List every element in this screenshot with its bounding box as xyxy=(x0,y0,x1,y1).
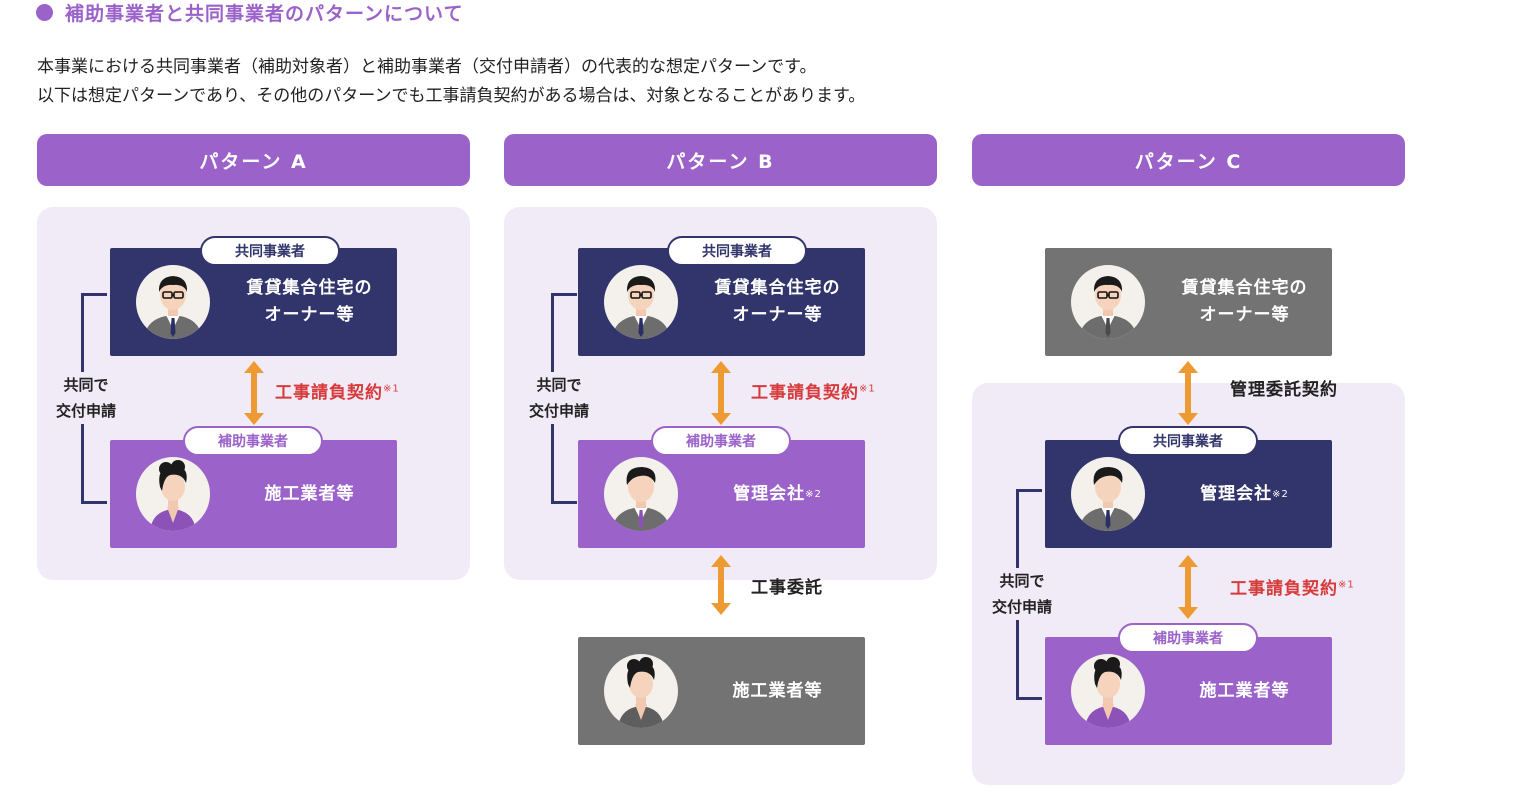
person-glasses-icon xyxy=(1071,265,1145,339)
role-badge-subsidy: 補助事業者 xyxy=(1118,623,1258,653)
footnote-mark: ※1 xyxy=(1338,579,1355,591)
contractor-label: 施工業者等 xyxy=(732,680,823,701)
double-arrow-icon xyxy=(1178,555,1198,619)
contractor-label: 施工業者等 xyxy=(264,483,355,504)
pattern-b-header: パターン B xyxy=(504,134,937,186)
person-woman-icon xyxy=(136,457,210,531)
double-arrow-icon xyxy=(1178,361,1198,425)
role-badge-subsidy: 補助事業者 xyxy=(651,426,791,456)
section-title-text: 補助事業者と共同事業者のパターンについて xyxy=(65,2,464,25)
role-badge-joint: 共同事業者 xyxy=(667,236,807,266)
contractor-label: 施工業者等 xyxy=(1199,680,1290,701)
management-company-text: 管理会社 xyxy=(1200,483,1273,504)
owner-box: 賃貸集合住宅の オーナー等 xyxy=(110,248,397,356)
pattern-a-header: パターン A xyxy=(37,134,470,186)
owner-label: 賃貸集合住宅の オーナー等 xyxy=(714,278,841,325)
double-arrow-icon xyxy=(711,555,731,615)
intro-text: 本事業における共同事業者（補助対象者）と補助事業者（交付申請者）の代表的な想定パ… xyxy=(37,53,865,111)
footnote-mark: ※1 xyxy=(859,383,876,395)
contractor-box: 施工業者等 xyxy=(1045,637,1332,745)
joint-application-label: 共同で 交付申請 xyxy=(44,372,128,424)
section-title: 補助事業者と共同事業者のパターンについて xyxy=(36,0,464,25)
owner-box: 賃貸集合住宅の オーナー等 xyxy=(578,248,865,356)
management-company-text: 管理会社 xyxy=(733,483,806,504)
person-woman-icon xyxy=(1071,654,1145,728)
double-arrow-icon xyxy=(244,361,264,425)
management-company-label: 管理会社※2 xyxy=(696,440,859,548)
contract-text: 工事請負契約 xyxy=(275,383,383,403)
owner-box: 賃貸集合住宅の オーナー等 xyxy=(1045,248,1332,356)
intro-line: 以下は想定パターンであり、その他のパターンでも工事請負契約がある場合は、対象とな… xyxy=(37,86,866,106)
construction-commission-label: 工事委託 xyxy=(751,578,823,598)
owner-label: 賃貸集合住宅の オーナー等 xyxy=(1181,278,1308,325)
person-glasses-icon xyxy=(604,265,678,339)
pattern-c-header: パターン C xyxy=(972,134,1405,186)
management-contract-label: 管理委託契約 xyxy=(1230,380,1338,400)
management-company-label: 管理会社※2 xyxy=(1163,440,1326,548)
construction-contract-label: 工事請負契約※1 xyxy=(275,378,400,403)
role-badge-joint: 共同事業者 xyxy=(200,236,340,266)
contract-text: 工事請負契約 xyxy=(751,383,859,403)
footnote-mark: ※1 xyxy=(383,383,400,395)
person-glasses-icon xyxy=(136,265,210,339)
contractor-box: 施工業者等 xyxy=(578,637,865,745)
person-man-icon xyxy=(604,457,678,531)
contractor-box: 施工業者等 xyxy=(110,440,397,548)
construction-contract-label: 工事請負契約※1 xyxy=(751,378,876,403)
person-man-icon xyxy=(1071,457,1145,531)
management-company-box: 管理会社※2 xyxy=(578,440,865,548)
role-badge-joint: 共同事業者 xyxy=(1118,426,1258,456)
footnote-mark: ※2 xyxy=(805,488,822,500)
footnote-mark: ※2 xyxy=(1272,488,1289,500)
person-woman-icon xyxy=(604,654,678,728)
owner-label: 賃貸集合住宅の オーナー等 xyxy=(246,278,373,325)
contract-text: 工事請負契約 xyxy=(1230,579,1338,599)
role-badge-subsidy: 補助事業者 xyxy=(183,426,323,456)
management-company-box: 管理会社※2 xyxy=(1045,440,1332,548)
bullet-dot-icon xyxy=(36,3,53,21)
construction-contract-label: 工事請負契約※1 xyxy=(1230,574,1355,599)
double-arrow-icon xyxy=(711,361,731,425)
intro-line: 本事業における共同事業者（補助対象者）と補助事業者（交付申請者）の代表的な想定パ… xyxy=(37,57,817,77)
joint-application-label: 共同で 交付申請 xyxy=(980,568,1064,620)
joint-application-label: 共同で 交付申請 xyxy=(517,372,601,424)
